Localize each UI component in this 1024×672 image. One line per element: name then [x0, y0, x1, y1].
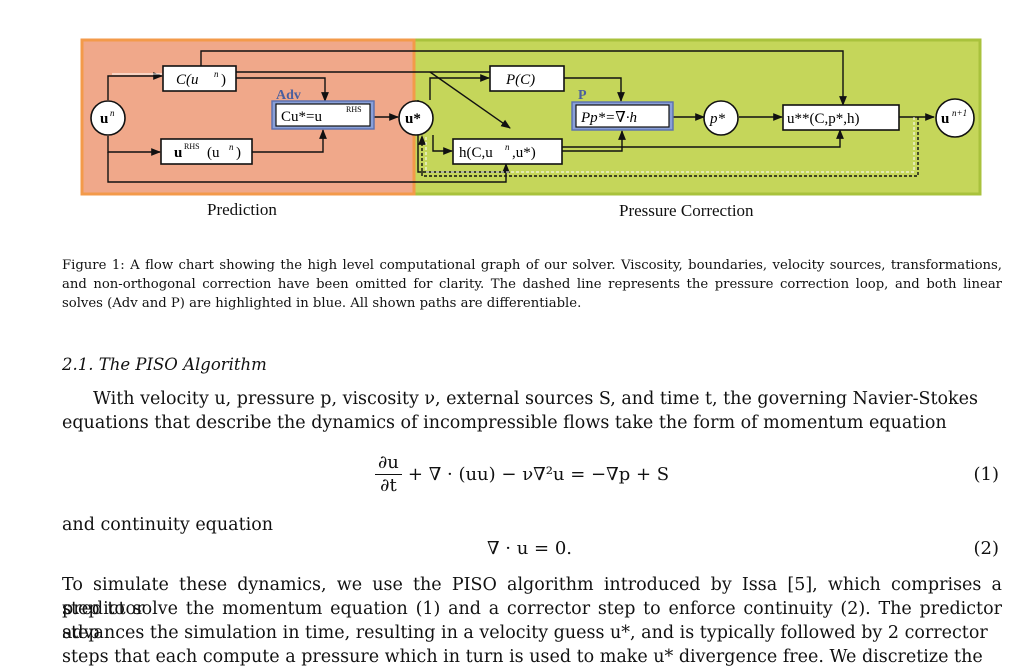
para2-line1: To simulate these dynamics, we use the P… — [62, 575, 1002, 619]
p-highlight-label: P — [578, 88, 587, 103]
edge-h-to-uss — [562, 129, 844, 148]
svg-text:Pp*=∇·h: Pp*=∇·h — [580, 110, 637, 126]
para1-line1: With velocity u, pressure p, viscosity ν… — [93, 389, 978, 409]
svg-text:C(u: C(u — [176, 72, 199, 88]
eq2-label: (2) — [973, 538, 1000, 559]
svg-text:u**(C,p*,h): u**(C,p*,h) — [787, 111, 860, 127]
node-h: h(C,u n ,u*) — [452, 138, 563, 165]
edge-un-to-c — [107, 72, 163, 100]
node-u-n: u n — [90, 100, 126, 136]
edge-c-to-adv — [236, 77, 329, 102]
edge-c-to-uss — [200, 50, 847, 106]
pressure-correction-loop — [418, 117, 919, 177]
continuity-text: and continuity equation — [62, 515, 274, 535]
eq1-label: (1) — [973, 464, 1000, 485]
figure-caption: Figure 1: A flow chart showing the high … — [62, 258, 1002, 311]
node-c-un: C(u n ) — [162, 65, 237, 92]
adv-highlight-label: Adv — [276, 88, 301, 103]
svg-text:u: u — [100, 111, 108, 127]
para1-line2: equations that describe the dynamics of … — [62, 413, 947, 433]
svg-text:n: n — [505, 142, 510, 152]
svg-text:h(C,u: h(C,u — [459, 145, 493, 161]
svg-text:(u: (u — [207, 145, 220, 161]
edge-h-to-pp — [562, 130, 626, 152]
eq1-denominator: ∂t — [380, 475, 397, 496]
flow-chart-diagram: u n C(u n ) u RHS (u n ) Adv Cu*=u RHS u… — [80, 38, 982, 196]
svg-text:u: u — [941, 111, 949, 127]
svg-text:Cu*=u: Cu*=u — [281, 109, 322, 125]
edge-urhs-to-adv — [252, 129, 327, 153]
node-adv-solve: Cu*=u RHS — [271, 100, 375, 130]
edge-pc-to-pp — [564, 77, 625, 102]
svg-text:u: u — [174, 145, 182, 161]
svg-text:,u*): ,u*) — [512, 145, 536, 161]
node-u-starstar: u**(C,p*,h) — [782, 104, 900, 131]
node-p-solve: Pp*=∇·h — [571, 101, 674, 131]
svg-text:RHS: RHS — [346, 105, 362, 114]
svg-text:RHS: RHS — [184, 142, 200, 151]
svg-text:P(C): P(C) — [505, 72, 535, 88]
edge-un-to-h — [107, 152, 510, 183]
prediction-label: Prediction — [207, 200, 277, 219]
svg-text:p*: p* — [709, 111, 726, 127]
svg-text:n+1: n+1 — [952, 108, 967, 118]
pressure-correction-label: Pressure Correction — [619, 201, 754, 220]
svg-text:n: n — [214, 69, 219, 79]
svg-text:): ) — [221, 72, 226, 88]
svg-text:n: n — [229, 142, 234, 152]
svg-text:): ) — [236, 145, 241, 161]
eq1-numerator: ∂u — [375, 452, 402, 475]
node-p-c: P(C) — [489, 65, 565, 92]
node-u-star: u* — [398, 100, 434, 136]
node-u-n1: u n+1 — [935, 98, 975, 138]
svg-text:u*: u* — [405, 111, 421, 127]
edge-ustar-to-h — [432, 135, 453, 155]
eq1-fraction: ∂u ∂t — [375, 452, 402, 497]
section-title: 2.1. The PISO Algorithm — [62, 355, 267, 374]
svg-text:n: n — [110, 108, 115, 118]
node-p-star: p* — [703, 100, 739, 136]
para2-line2: step to solve the momentum equation (1) … — [62, 599, 1002, 643]
equation-2: ∇ · u = 0. — [487, 538, 573, 559]
node-u-rhs: u RHS (u n ) — [160, 138, 253, 165]
equation-1: ∂u ∂t + ∇ · (uu) − ν∇²u = −∇p + S — [375, 452, 669, 497]
para2-line4: steps that each compute a pressure which… — [62, 647, 983, 667]
eq1-rest: + ∇ · (uu) − ν∇²u = −∇p + S — [407, 464, 670, 485]
para2-line3: advances the simulation in time, resulti… — [62, 623, 988, 643]
edge-ustar-to-pc — [429, 74, 490, 100]
